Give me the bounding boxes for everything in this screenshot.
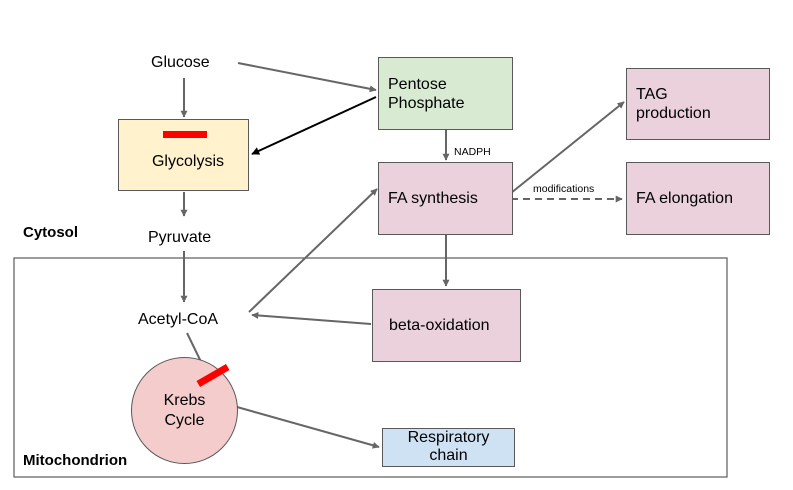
node-acetyl-coa: Acetyl-CoA: [138, 311, 219, 328]
arrow-krebs-to-respiratory: [236, 406, 380, 449]
compartment-label-mitochondrion: Mitochondrion: [23, 452, 128, 469]
inhibitor-glycolysis-bar: [163, 131, 207, 138]
node-pyruvate: Pyruvate: [148, 229, 212, 246]
arrow-pentose-to-glycolysis: [251, 96, 377, 155]
arrow-fa-synthesis-to-tag: [510, 101, 625, 194]
edge-label-nadph: NADPH: [454, 146, 491, 158]
node-fa-elongation: FA elongation: [626, 162, 770, 235]
compartment-label-cytosol: Cytosol: [23, 224, 79, 241]
node-beta-oxidation: beta-oxidation: [372, 289, 521, 362]
arrow-glucose-to-pentose: [237, 62, 377, 93]
edge-label-modifications: modifications: [533, 183, 595, 195]
node-glycolysis: Glycolysis: [118, 119, 249, 191]
mitochondrion-compartment: [13, 257, 728, 478]
node-fa-synthesis: FA synthesis: [378, 162, 513, 235]
arrow-acetylcoa-to-fa-synthesis: [248, 188, 378, 313]
node-glucose: Glucose: [151, 54, 210, 71]
arrow-beta-oxidation-to-acetylcoa: [251, 311, 372, 325]
